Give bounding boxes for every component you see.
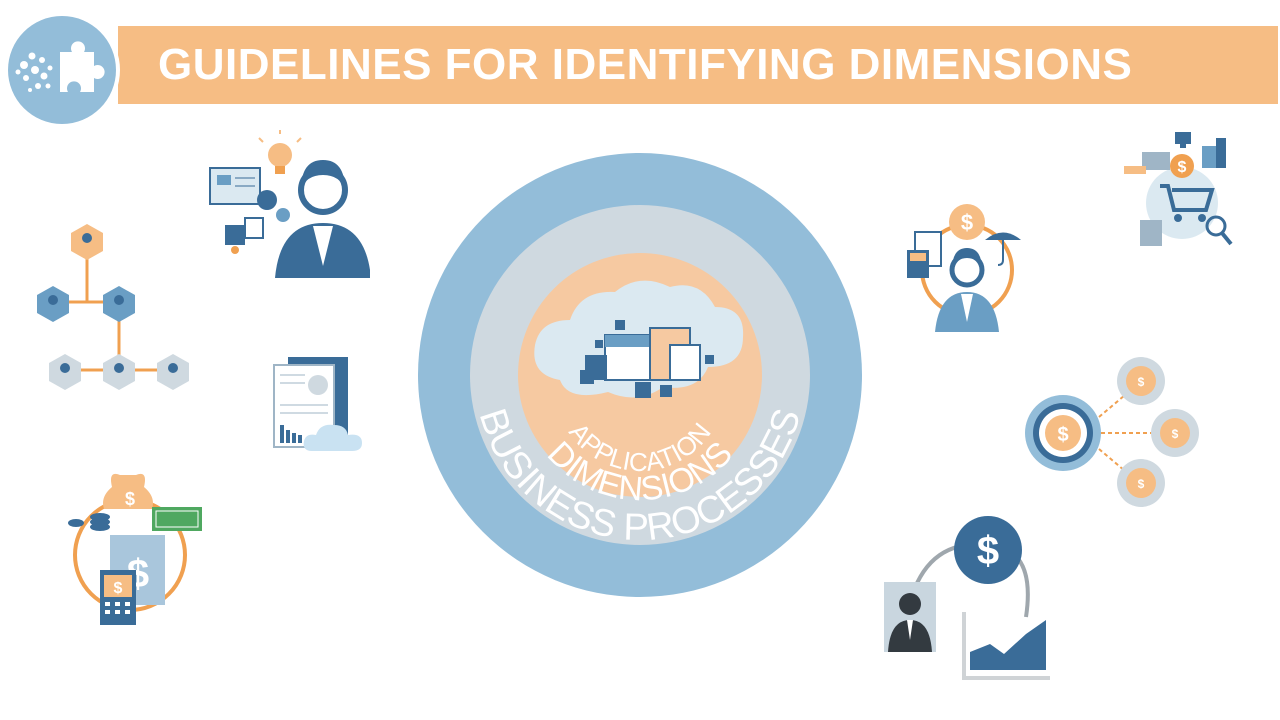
finance-cycle-icon: $ $ $ bbox=[68, 473, 202, 625]
svg-text:$: $ bbox=[1178, 159, 1187, 176]
org-chart-icon bbox=[37, 224, 189, 390]
analyst-ideas-icon bbox=[209, 130, 370, 278]
investor-growth-icon: $ bbox=[884, 516, 1050, 680]
svg-text:$: $ bbox=[1138, 375, 1145, 389]
title-banner: GUIDELINES FOR IDENTIFYING DIMENSIONS bbox=[118, 26, 1278, 104]
svg-text:$: $ bbox=[125, 489, 135, 509]
page-title: GUIDELINES FOR IDENTIFYING DIMENSIONS bbox=[158, 40, 1133, 89]
retail-shopping-icon: $ bbox=[1124, 132, 1233, 246]
svg-text:$: $ bbox=[1057, 424, 1068, 446]
data-cubes-cloud-icon bbox=[534, 280, 744, 398]
svg-text:$: $ bbox=[961, 210, 973, 235]
report-cloud-icon bbox=[273, 357, 362, 451]
puzzle-icon bbox=[4, 12, 120, 128]
money-distribution-icon: $ $ $ $ bbox=[1025, 357, 1199, 507]
dimension-rings-diagram: BUSINESS PROCESSES DIMENSIONS APPLICATIO… bbox=[418, 153, 862, 597]
svg-text:$: $ bbox=[1172, 427, 1179, 441]
svg-text:$: $ bbox=[1138, 477, 1145, 491]
svg-text:$: $ bbox=[114, 580, 123, 597]
svg-text:$: $ bbox=[977, 529, 999, 573]
insurance-agent-icon: $ bbox=[907, 204, 1021, 332]
